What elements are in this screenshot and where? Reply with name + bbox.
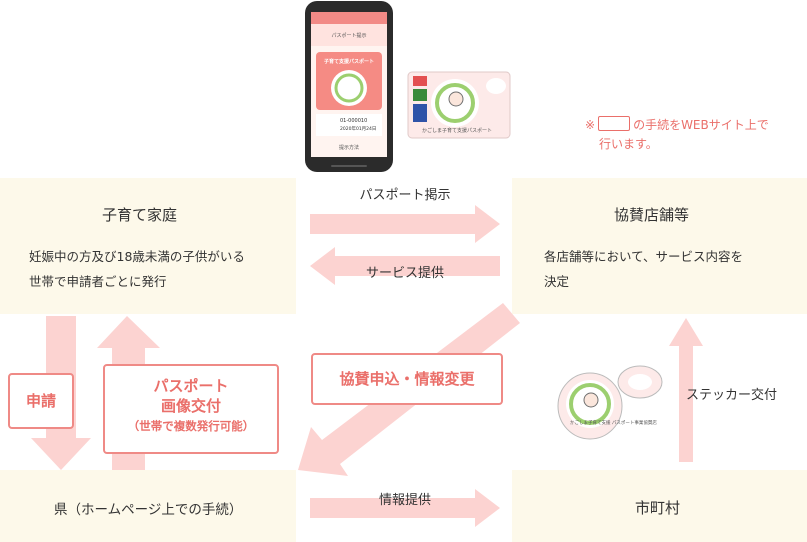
smartphone-illustration xyxy=(305,1,393,172)
sticker-issue-label: ステッカー交付 xyxy=(686,388,778,403)
phone-date-value: 2020年01月24日 xyxy=(340,127,377,132)
city-title: 市町村 xyxy=(635,499,681,517)
info-offer-arrow xyxy=(310,489,500,527)
sticker-caption: かごしま子育て支援 パスポート事業協賛店 xyxy=(570,421,657,426)
note-blank-box xyxy=(598,116,631,131)
note-prefix: ※ xyxy=(585,118,596,132)
note-line2: 行います。 xyxy=(599,137,658,151)
phone-id-value: 01-000010 xyxy=(340,118,368,124)
family-title: 子育て家庭 xyxy=(102,206,178,224)
phone-footer: 提示方法 xyxy=(338,145,359,151)
info-offer-label: 情報提供 xyxy=(378,493,431,508)
passport-show-arrow xyxy=(310,205,500,243)
sticker-illustration xyxy=(557,365,663,440)
passport-issue-tag: パスポート 画像交付 （世帯で複数発行可能） xyxy=(103,364,279,454)
family-box xyxy=(0,178,296,314)
family-desc-1: 妊娠中の方及び18歳未満の子供がいる xyxy=(29,249,245,264)
passport-card-illustration xyxy=(407,71,511,139)
passport-issue-line1: パスポート xyxy=(153,377,229,395)
sponsor-apply-label: 協賛申込・情報変更 xyxy=(339,370,475,388)
passport-issue-line2: 画像交付 xyxy=(160,397,221,415)
phone-card-title: 子育て支援パスポート xyxy=(323,59,374,65)
passport-show-label: パスポート掲示 xyxy=(359,188,451,203)
web-note: ※ の手続をWEBサイト上で 行います。 xyxy=(585,116,769,154)
apply-tag: 申請 xyxy=(8,373,74,429)
service-offer-arrow xyxy=(310,247,500,285)
card-caption: かごしま子育て支援パスポート xyxy=(422,128,493,134)
sticker-issue-arrow xyxy=(669,318,703,462)
phone-screen-title: パスポート提示 xyxy=(331,33,367,39)
store-title: 協賛店舗等 xyxy=(614,206,690,224)
passport-issue-line3: （世帯で複数発行可能） xyxy=(127,419,255,433)
prefecture-box xyxy=(0,470,296,542)
store-box xyxy=(512,178,807,314)
note-suffix: の手続をWEBサイト上で xyxy=(633,118,769,132)
city-box xyxy=(512,470,807,542)
prefecture-title: 県（ホームページ上での手続） xyxy=(54,502,243,518)
sponsor-apply-tag: 協賛申込・情報変更 xyxy=(311,353,503,405)
store-desc-2: 決定 xyxy=(544,274,570,289)
apply-tag-label: 申請 xyxy=(25,392,56,410)
store-desc-1: 各店舗等において、サービス内容を xyxy=(544,249,744,264)
service-offer-label: サービス提供 xyxy=(365,266,444,281)
family-desc-2: 世帯で申請者ごとに発行 xyxy=(29,274,167,289)
